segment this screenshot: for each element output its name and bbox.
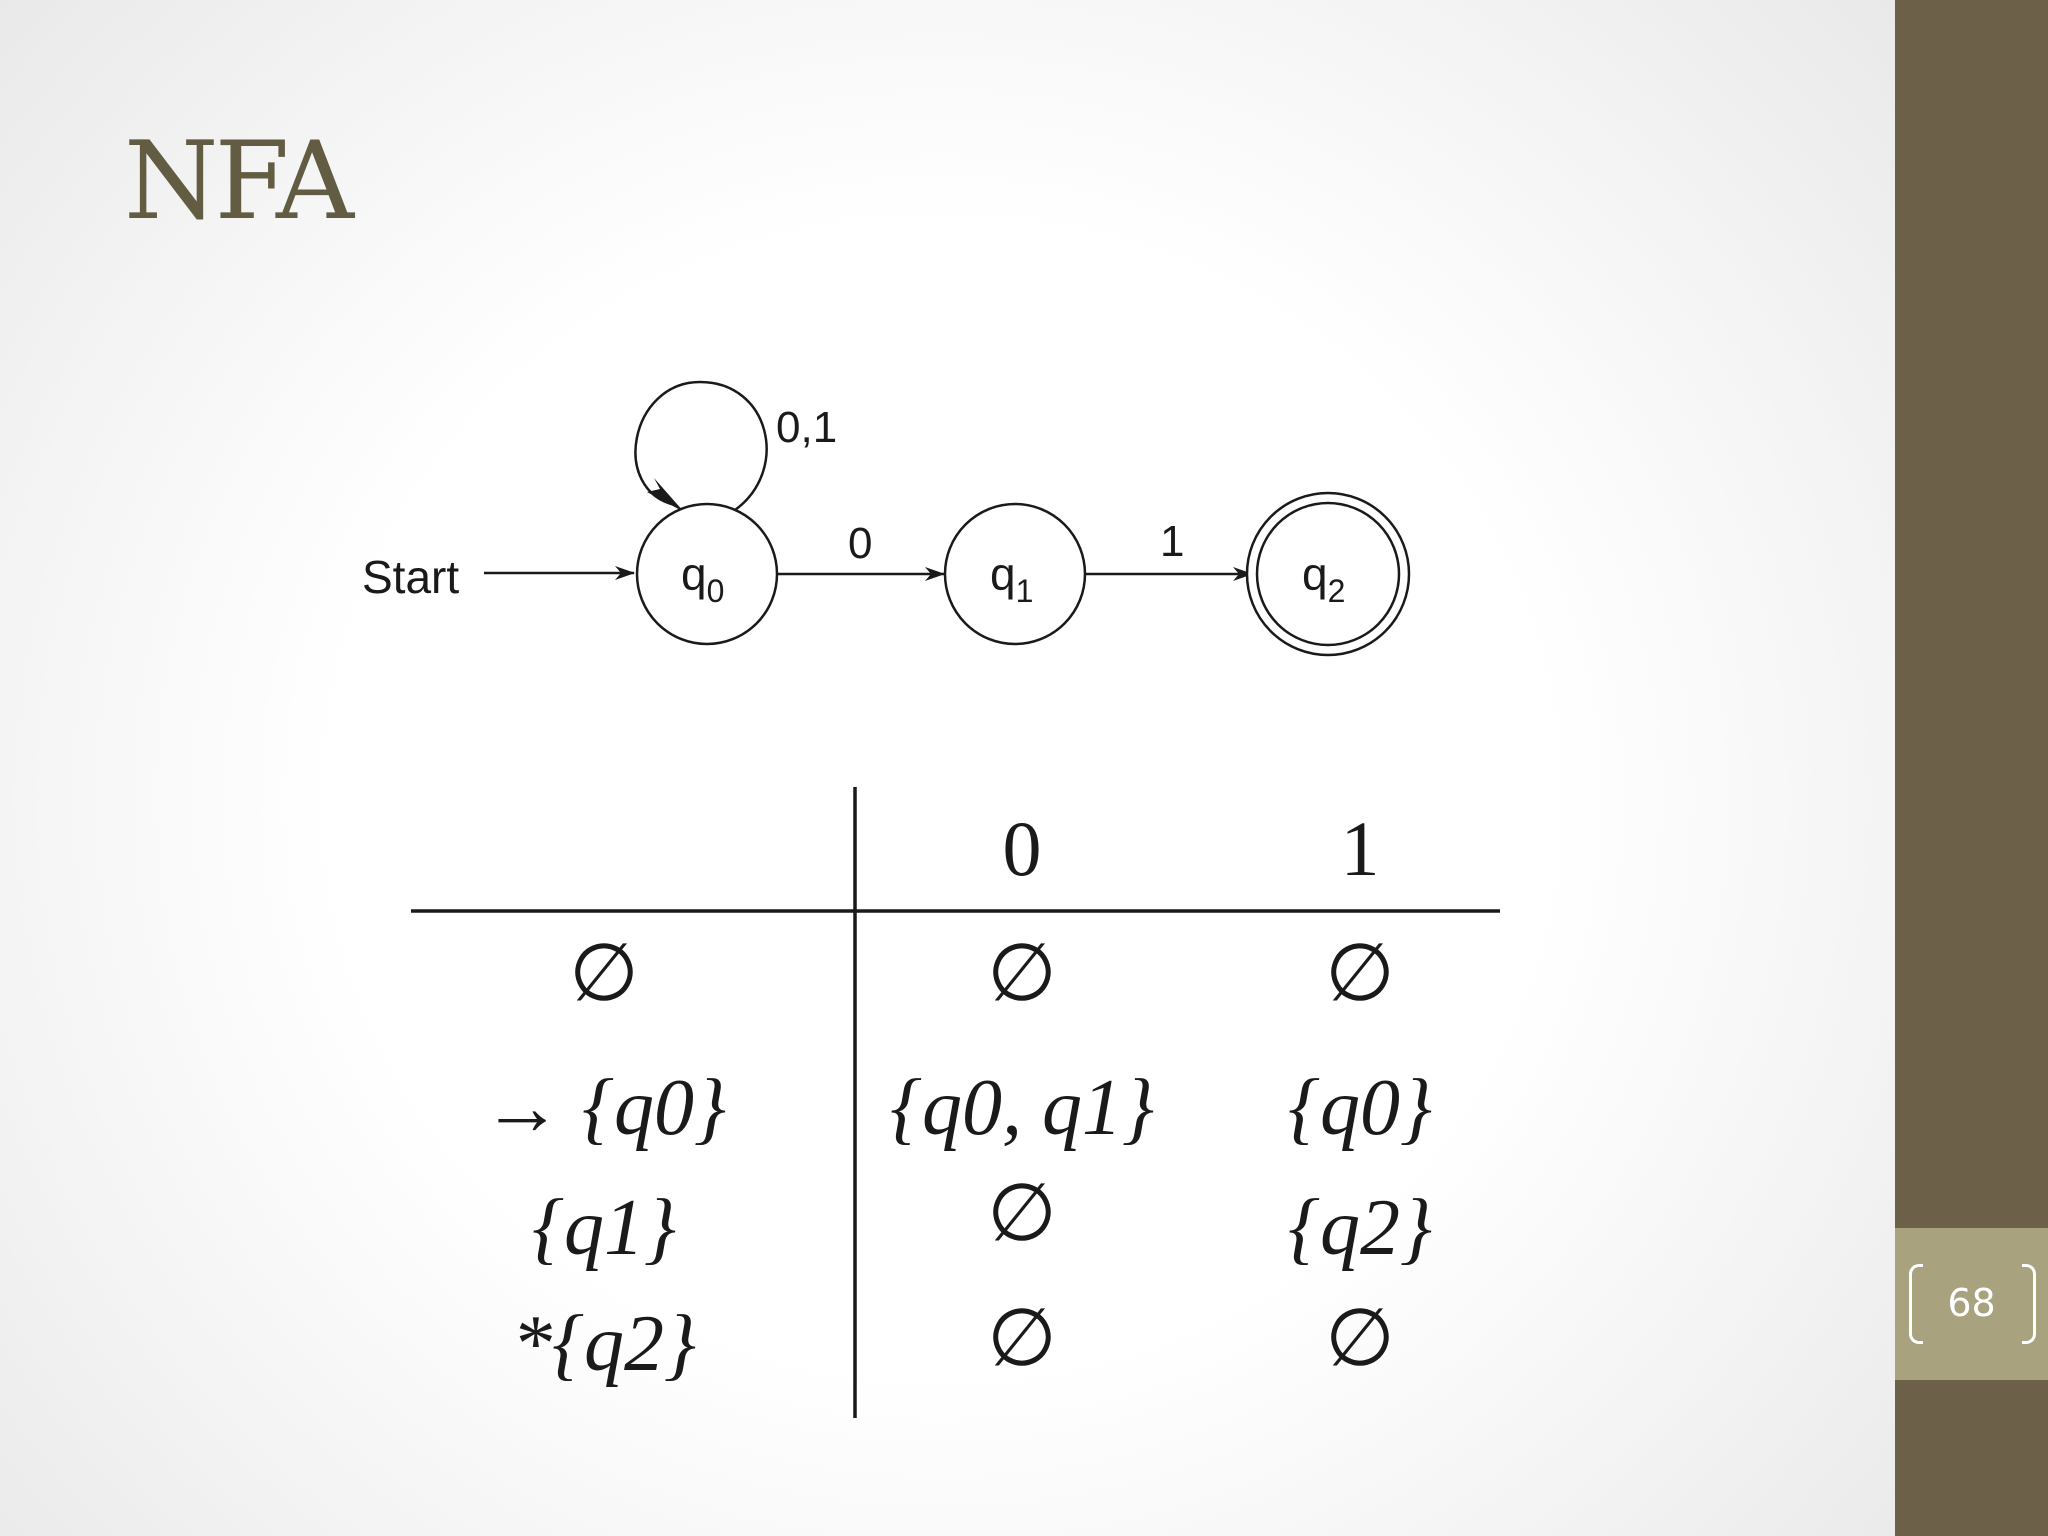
state-label-q2: q2 xyxy=(1302,548,1345,609)
table-cell-on-1: ∅ xyxy=(1325,1295,1395,1383)
state-label-q0: q0 xyxy=(681,548,724,609)
transition-label-q1-q2: 1 xyxy=(1160,517,1184,566)
self-loop-q0 xyxy=(634,380,768,512)
table-state-cell: *{q2} xyxy=(512,1300,696,1388)
table-state-cell: ∅ xyxy=(569,930,639,1018)
table-cell-on-0: ∅ xyxy=(987,1295,1057,1383)
page-bracket-right xyxy=(2022,1264,2036,1344)
state-q2 xyxy=(1255,501,1401,647)
page-number: 68 xyxy=(1947,1281,1996,1325)
slide-title: NFA xyxy=(124,119,354,244)
transition-label-q0-q0: 0,1 xyxy=(776,403,837,452)
self-loop-arrowhead xyxy=(647,478,684,512)
page-bracket-left xyxy=(1909,1264,1923,1344)
table-state-cell: {q1} xyxy=(532,1184,676,1272)
table-cell-on-1: {q2} xyxy=(1288,1184,1432,1272)
start-label: Start xyxy=(362,551,459,603)
table-cell-on-0: ∅ xyxy=(987,930,1057,1018)
table-cell-on-0: ∅ xyxy=(987,1170,1057,1258)
table-cell-on-1: ∅ xyxy=(1325,930,1395,1018)
table-cell-on-0: {q0, q1} xyxy=(890,1064,1154,1152)
table-header-1: 1 xyxy=(1341,805,1380,892)
nfa-diagram: Start 0,1 q0 0 q1 1 q2 0 1 ∅ ∅ ∅ → {q0} … xyxy=(362,380,1500,1418)
table-state-cell: → {q0} xyxy=(482,1064,726,1152)
state-label-q1: q1 xyxy=(990,548,1033,609)
transition-label-q0-q1: 0 xyxy=(848,519,872,568)
table-header-0: 0 xyxy=(1003,805,1042,892)
table-cell-on-1: {q0} xyxy=(1288,1064,1432,1152)
page-number-box: 68 xyxy=(1895,1228,2048,1380)
